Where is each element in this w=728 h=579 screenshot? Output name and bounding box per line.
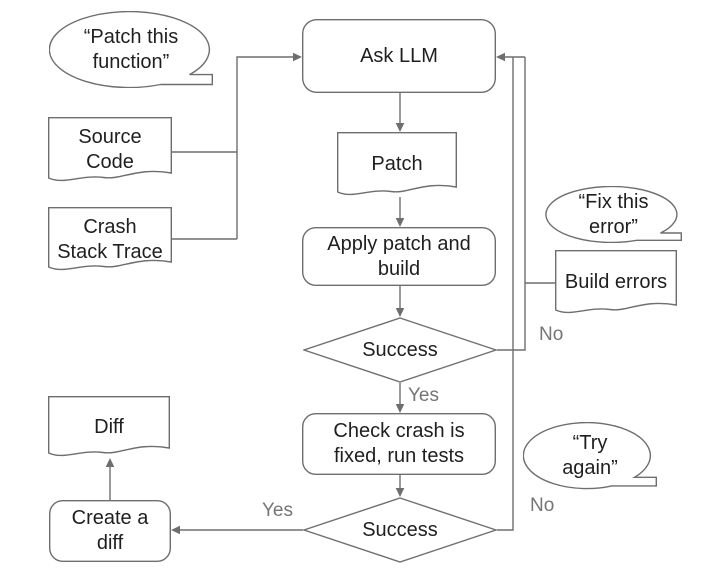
rounded-rect-shape xyxy=(302,19,496,93)
arrowhead-into-build-success xyxy=(395,308,405,317)
edge-test-success-no-return xyxy=(497,57,514,531)
arrowhead-into-test-success xyxy=(395,488,405,497)
arrowhead-into-ask-llm-left xyxy=(293,52,302,62)
node-label: Source Code xyxy=(78,126,142,173)
speech-bubble-shape xyxy=(523,422,657,490)
rounded-rect-shape xyxy=(49,500,171,562)
arrowhead-into-diff xyxy=(105,458,115,467)
node-label: “Patch this function” xyxy=(83,25,179,73)
node-label: “Try again” xyxy=(562,432,618,479)
node-patch: Patch xyxy=(337,132,457,197)
speech-bubble-shape xyxy=(545,186,682,243)
document-shape xyxy=(48,207,172,271)
edge-label-build-yes: Yes xyxy=(408,385,439,406)
node-label: Check crash is fixed, run tests xyxy=(333,420,465,467)
node-label: Diff xyxy=(94,415,124,438)
edge-label-test-yes: Yes xyxy=(262,500,293,521)
speech-bubble-shape xyxy=(49,11,213,88)
arrowhead-into-ask-llm-right xyxy=(496,52,505,62)
edge-label-test-no: No xyxy=(530,495,555,516)
node-create-diff: Create a diff xyxy=(49,500,171,562)
node-check-crash: Check crash is fixed, run tests xyxy=(302,413,496,475)
node-crash-stack-trace: Crash Stack Trace xyxy=(48,207,172,272)
node-label: Create a diff xyxy=(71,507,149,554)
edge-inputs-vertical-to-ask-llm xyxy=(236,56,293,239)
node-label: Success xyxy=(362,338,438,361)
node-source-code: Source Code xyxy=(48,117,172,183)
node-label: Success xyxy=(362,518,438,541)
node-ask-llm: Ask LLM xyxy=(302,19,496,93)
node-label: Patch xyxy=(371,153,423,175)
node-try-again-bubble: “Try again” xyxy=(523,422,657,490)
node-label: Apply patch and build xyxy=(327,232,471,280)
node-fix-error-bubble: “Fix this error” xyxy=(545,186,682,243)
arrowhead-into-check xyxy=(395,404,405,413)
node-label: “Fix this error” xyxy=(578,190,649,238)
arrowhead-into-patch xyxy=(395,123,405,132)
diamond-shape xyxy=(303,497,497,563)
node-apply-patch-build: Apply patch and build xyxy=(302,227,496,286)
edge-label-build-no: No xyxy=(539,324,564,345)
document-shape xyxy=(337,132,457,196)
document-shape xyxy=(48,117,172,182)
document-shape xyxy=(555,250,677,314)
node-build-errors: Build errors xyxy=(555,250,677,315)
edge-build-success-no-return xyxy=(497,57,526,351)
node-diff: Diff xyxy=(48,396,170,458)
node-patch-function-bubble: “Patch this function” xyxy=(49,11,213,88)
arrowheads xyxy=(105,52,505,535)
arrowhead-into-create-diff xyxy=(171,525,180,535)
rounded-rect-shape xyxy=(302,413,496,475)
document-shape xyxy=(48,396,170,457)
rounded-rect-shape xyxy=(302,227,496,286)
node-label: Build errors xyxy=(564,271,668,293)
node-label: Ask LLM xyxy=(360,44,438,67)
node-build-success-decision: Success xyxy=(303,317,497,383)
node-label: Crash Stack Trace xyxy=(57,215,163,263)
diamond-shape xyxy=(303,317,497,383)
arrowhead-into-apply xyxy=(395,218,405,227)
node-test-success-decision: Success xyxy=(303,497,497,563)
